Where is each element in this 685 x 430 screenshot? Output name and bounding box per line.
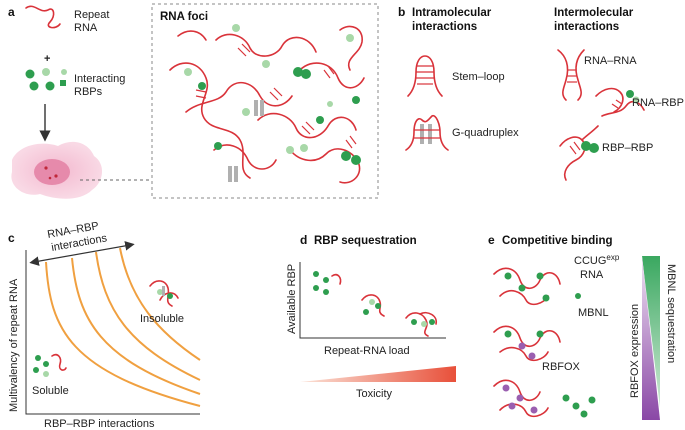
interacting-rbps-line1: Interacting [74, 73, 125, 85]
intra-title-line1: Intramolecular [412, 7, 492, 19]
plus-sign: + [44, 53, 50, 65]
repeat-rna-label-line1: Repeat [74, 9, 109, 21]
soluble-icon [33, 353, 67, 377]
chart-c-axes [25, 250, 200, 415]
ccug-label: CCUGexp [574, 253, 620, 267]
high-load-icon [405, 311, 438, 337]
panel-d-letter: d [300, 233, 307, 247]
ccug-superscript: exp [606, 253, 619, 262]
phase-curves [45, 247, 201, 407]
rbfox-bound-rna-icon [493, 379, 596, 418]
ccug-main: CCUG [574, 255, 606, 267]
low-load-icon [313, 271, 342, 295]
panel-e-letter: e [488, 233, 495, 247]
mixed-bound-rna-icon [493, 325, 561, 362]
mbnl-sequestration-wedge [642, 256, 660, 408]
g-quadruplex-label: G-quadruplex [452, 127, 519, 139]
chart-d-xlabel: Repeat-RNA load [324, 345, 410, 357]
cell-icon [11, 141, 103, 199]
chart-c-xlabel: RBP–RBP interactions [44, 418, 155, 430]
rbfox-expression-wedge [642, 256, 660, 420]
inter-title-line1: Intermolecular [554, 7, 634, 19]
rna-rbp-label: RNA–RBP [632, 97, 684, 109]
panel-c: c RNA–RBP interactions Multivalency of r… [8, 220, 201, 430]
repeat-rna-icon [25, 5, 61, 29]
rna-foci-network [169, 24, 365, 184]
rbp-rbp-label: RBP–RBP [602, 142, 653, 154]
rna-rbp-double-arrow [29, 241, 135, 266]
rbp-rbp-icon [559, 125, 599, 181]
panel-c-letter: c [8, 231, 15, 245]
toxicity-wedge [300, 366, 456, 382]
chart-d-ylabel: Available RBP [286, 264, 298, 334]
stem-loop-icon [407, 55, 443, 97]
rna-rna-label: RNA–RNA [584, 55, 637, 67]
stem-loop-label: Stem–loop [452, 71, 505, 83]
panel-d-title: RBP sequestration [314, 235, 417, 247]
rna-foci-title: RNA foci [160, 11, 208, 23]
mid-load-icon [361, 294, 385, 317]
interacting-rbps-line2: RBPs [74, 86, 103, 98]
panel-b-letter: b [398, 5, 405, 19]
toxicity-label: Toxicity [356, 388, 393, 400]
g-quadruplex-icon [405, 114, 449, 151]
rna-rna-icon [557, 49, 585, 101]
mbnl-bound-rna-icon [493, 267, 581, 306]
panel-d: d RBP sequestration Available RBP Repeat… [286, 233, 456, 400]
inter-title-line2: interactions [554, 21, 619, 33]
rbp-cluster-icon [25, 68, 67, 91]
insoluble-label: Insoluble [140, 313, 184, 325]
rna-rbp-icon [595, 87, 645, 117]
mbnl-label: MBNL [578, 307, 609, 319]
rbfox-expression-label: RBFOX expression [629, 304, 641, 398]
panel-b: b Intramolecular interactions Intermolec… [398, 5, 684, 181]
rbfox-label: RBFOX [542, 361, 581, 373]
insoluble-icon [149, 280, 179, 307]
soluble-label: Soluble [32, 385, 69, 397]
panel-a-letter: a [8, 5, 15, 19]
panel-e: e Competitive binding CCUGexp RNA MBNL R… [488, 233, 677, 420]
chart-d-axes [299, 262, 446, 339]
repeat-rna-label-line2: RNA [74, 22, 98, 34]
panel-e-title: Competitive binding [502, 235, 613, 247]
mbnl-sequestration-label: MBNL sequestration [665, 264, 677, 363]
chart-c-ylabel: Multivalency of repeat RNA [8, 278, 20, 412]
intra-title-line2: interactions [412, 21, 477, 33]
rna-label: RNA [580, 269, 604, 281]
panel-a: a Repeat RNA + Interacting RBPs RNA foci [8, 3, 379, 199]
